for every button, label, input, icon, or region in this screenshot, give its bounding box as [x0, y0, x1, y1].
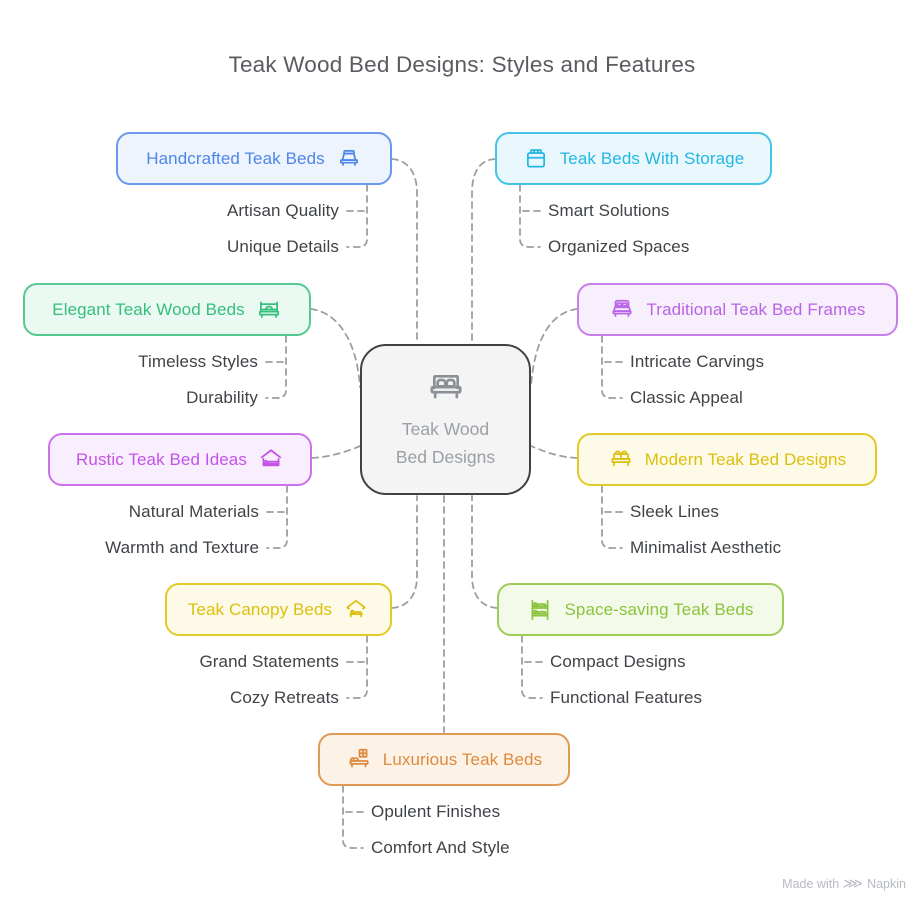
- feature-label: Unique Details: [227, 237, 339, 256]
- connector-line: [391, 158, 418, 344]
- center-label-line1: Teak Wood: [401, 419, 490, 440]
- feature-label: Smart Solutions: [548, 201, 670, 220]
- napkin-credit: Made with ⋙ Napkin: [782, 875, 906, 892]
- feature-label: Minimalist Aesthetic: [630, 538, 782, 557]
- credit-text: Made with: [782, 876, 840, 891]
- credit-brand: Napkin: [867, 876, 906, 891]
- handcrafted-bed-icon: [336, 146, 362, 172]
- node-spacesaving[interactable]: Space-saving Teak Beds: [497, 583, 784, 636]
- double-bed-icon: [426, 368, 466, 408]
- connector-line: [346, 184, 368, 248]
- node-label: Rustic Teak Bed Ideas: [76, 449, 247, 469]
- connector-line: [471, 495, 498, 609]
- center-node[interactable]: Teak Wood Bed Designs: [360, 344, 531, 495]
- node-elegant[interactable]: Elegant Teak Wood Beds: [23, 283, 311, 336]
- connector-line: [311, 445, 361, 459]
- node-storage[interactable]: Teak Beds With Storage: [495, 132, 772, 185]
- feature-label: Warmth and Texture: [105, 538, 259, 557]
- luxurious-bed-icon: [346, 747, 372, 773]
- connector-line: [346, 635, 368, 699]
- connector-line: [530, 308, 578, 388]
- connector-line: [310, 308, 361, 388]
- connector-line: [266, 485, 288, 549]
- connector-line: [530, 445, 578, 459]
- connector-line: [265, 335, 287, 399]
- traditional-bed-icon: [609, 297, 635, 323]
- page-title: Teak Wood Bed Designs: Styles and Featur…: [228, 52, 696, 77]
- feature-label: Functional Features: [550, 688, 703, 707]
- connector-line: [601, 335, 623, 399]
- feature-label: Compact Designs: [550, 652, 686, 671]
- feature-label: Natural Materials: [128, 502, 259, 521]
- rustic-bed-icon: [258, 447, 284, 473]
- node-modern[interactable]: Modern Teak Bed Designs: [577, 433, 877, 486]
- connector-line: [342, 785, 364, 849]
- node-luxurious[interactable]: Luxurious Teak Beds: [318, 733, 570, 786]
- napkin-logo-icon: ⋙: [842, 875, 865, 891]
- center-node-label: Teak Wood Bed Designs: [396, 416, 495, 470]
- center-label-line2: Bed Designs: [395, 446, 496, 467]
- feature-label: Sleek Lines: [630, 502, 719, 521]
- storage-bed-icon: [523, 146, 549, 172]
- node-label: Elegant Teak Wood Beds: [52, 299, 245, 319]
- node-label: Handcrafted Teak Beds: [146, 148, 325, 168]
- feature-label: Comfort And Style: [371, 838, 510, 857]
- node-rustic[interactable]: Rustic Teak Bed Ideas: [48, 433, 312, 486]
- connector-line: [601, 485, 623, 549]
- feature-label: Cozy Retreats: [229, 688, 339, 707]
- node-label: Teak Beds With Storage: [559, 148, 745, 168]
- feature-label: Durability: [186, 388, 258, 407]
- node-label: Space-saving Teak Beds: [564, 599, 754, 619]
- canopy-bed-icon: [343, 597, 369, 623]
- feature-label: Classic Appeal: [630, 388, 743, 407]
- node-label: Modern Teak Bed Designs: [644, 449, 847, 469]
- feature-label: Timeless Styles: [138, 352, 258, 371]
- connector-line: [391, 495, 418, 609]
- feature-label: Opulent Finishes: [371, 802, 501, 821]
- elegant-bed-icon: [256, 297, 282, 323]
- connector-line: [521, 635, 543, 699]
- node-label: Teak Canopy Beds: [187, 599, 333, 619]
- connector-line: [471, 158, 496, 344]
- node-canopy[interactable]: Teak Canopy Beds: [165, 583, 392, 636]
- node-label: Traditional Teak Bed Frames: [646, 299, 866, 319]
- node-traditional[interactable]: Traditional Teak Bed Frames: [577, 283, 898, 336]
- feature-label: Organized Spaces: [548, 237, 690, 256]
- node-label: Luxurious Teak Beds: [382, 749, 543, 769]
- feature-label: Artisan Quality: [226, 201, 339, 220]
- feature-label: Intricate Carvings: [630, 352, 765, 371]
- connector-line: [519, 184, 541, 248]
- feature-label: Grand Statements: [199, 652, 339, 671]
- bunk-bed-icon: [527, 597, 553, 623]
- modern-bed-icon: [608, 447, 634, 473]
- node-handcrafted[interactable]: Handcrafted Teak Beds: [116, 132, 392, 185]
